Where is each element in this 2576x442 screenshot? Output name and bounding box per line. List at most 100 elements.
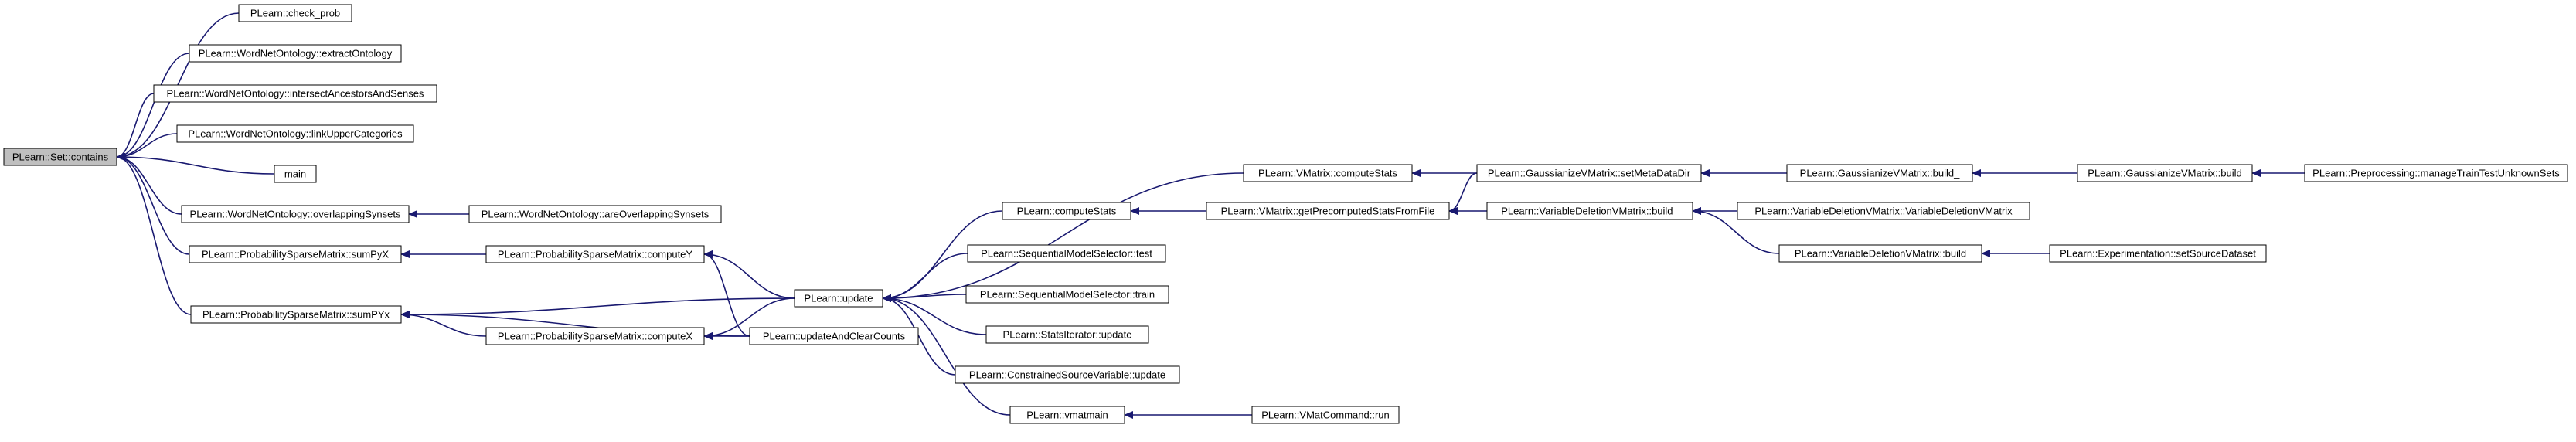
node-plearn-gaussianizevmatrix-build[interactable]: PLearn::GaussianizeVMatrix::build_ <box>1786 164 1973 182</box>
node-plearn-variabledeletionvmatrix-build[interactable]: PLearn::VariableDeletionVMatrix::build <box>1778 244 1982 263</box>
node-box <box>238 4 352 22</box>
node-plearn-experimentation-setsourcedataset[interactable]: PLearn::Experimentation::setSourceDatase… <box>2049 244 2267 263</box>
node-label: PLearn::computeStats <box>1017 206 1117 217</box>
node-plearn-variabledeletionvmatrix-build[interactable]: PLearn::VariableDeletionVMatrix::build_ <box>1486 202 1693 220</box>
node-label: PLearn::Preprocessing::manageTrainTestUn… <box>2312 168 2560 179</box>
node-box <box>485 327 705 345</box>
node-label: PLearn::check_prob <box>250 8 340 19</box>
node-box <box>985 325 1149 344</box>
node-box <box>1009 406 1125 424</box>
node-box <box>190 305 402 324</box>
node-box <box>189 245 402 264</box>
node-label: PLearn::ProbabilitySparseMatrix::compute… <box>498 331 693 342</box>
node-plearn-vmatrix-getprecomputedstatsfromfile[interactable]: PLearn::VMatrix::getPrecomputedStatsFrom… <box>1206 202 1450 220</box>
node-box <box>965 285 1169 304</box>
edge-n12-to-n10 <box>400 298 795 318</box>
node-box <box>485 245 705 264</box>
node-plearn-vmatcommand-run[interactable]: PLearn::VMatCommand::run <box>1251 406 1400 424</box>
node-plearn-constrainedsourcevariable-update[interactable]: PLearn::ConstrainedSourceVariable::updat… <box>955 366 1180 384</box>
edge-n12-to-n9 <box>703 250 795 299</box>
node-box <box>1476 164 1702 182</box>
node-box <box>1206 202 1450 220</box>
edge-n19-to-n12 <box>882 294 956 376</box>
node-label: PLearn::ProbabilitySparseMatrix::sumPyX <box>202 249 389 260</box>
node-plearn-statsiterator-update[interactable]: PLearn::StatsIterator::update <box>985 325 1149 344</box>
edge-n5-to-n0 <box>116 153 275 175</box>
node-box <box>274 165 317 183</box>
node-plearn-variabledeletionvmatrix-variabledeletionvmatrix[interactable]: PLearn::VariableDeletionVMatrix::Variabl… <box>1737 202 2030 220</box>
edge-n3-to-n0 <box>116 93 155 161</box>
node-box <box>2049 244 2267 263</box>
node-box <box>181 205 410 223</box>
node-plearn-wordnetontology-intersectancestorsandsenses[interactable]: PLearn::WordNetOntology::intersectAncest… <box>153 84 437 103</box>
node-box <box>955 366 1180 384</box>
node-label: PLearn::GaussianizeVMatrix::build_ <box>1800 168 1960 179</box>
node-box <box>2077 164 2253 182</box>
node-box <box>468 205 722 223</box>
node-plearn-wordnetontology-areoverlappingsynsets[interactable]: PLearn::WordNetOntology::areOverlappingS… <box>468 205 722 223</box>
node-box <box>1243 164 1413 182</box>
node-plearn-updateandclearcounts[interactable]: PLearn::updateAndClearCounts <box>749 327 919 345</box>
node-plearn-probabilitysparsematrix-computex[interactable]: PLearn::ProbabilitySparseMatrix::compute… <box>485 327 705 345</box>
edge-n17-to-n12 <box>882 294 967 302</box>
node-label: PLearn::WordNetOntology::intersectAncest… <box>167 88 424 100</box>
node-plearn-probabilitysparsematrix-sumpyx[interactable]: PLearn::ProbabilitySparseMatrix::sumPYx <box>190 305 402 324</box>
node-plearn-wordnetontology-overlappingsynsets[interactable]: PLearn::WordNetOntology::overlappingSyns… <box>181 205 410 223</box>
node-label: PLearn::VMatrix::getPrecomputedStatsFrom… <box>1221 206 1435 217</box>
node-label: PLearn::WordNetOntology::linkUpperCatego… <box>188 128 403 140</box>
node-label: PLearn::GaussianizeVMatrix::setMetaDataD… <box>1488 168 1691 179</box>
edge-n22-to-n23 <box>1448 172 1478 215</box>
edge-n20-to-n12 <box>882 294 1011 416</box>
node-box <box>1251 406 1400 424</box>
node-plearn-vmatmain[interactable]: PLearn::vmatmain <box>1009 406 1125 424</box>
node-main[interactable]: main <box>274 165 317 183</box>
node-plearn-computestats[interactable]: PLearn::computeStats <box>1002 202 1131 220</box>
node-box <box>1786 164 1973 182</box>
node-label: PLearn::Experimentation::setSourceDatase… <box>2060 248 2256 260</box>
node-plearn-probabilitysparsematrix-computey[interactable]: PLearn::ProbabilitySparseMatrix::compute… <box>485 245 705 264</box>
node-label: PLearn::SequentialModelSelector::test <box>981 248 1152 260</box>
node-plearn-sequentialmodelselector-test[interactable]: PLearn::SequentialModelSelector::test <box>967 244 1166 263</box>
edge-n10-to-n0 <box>116 153 192 315</box>
node-label: PLearn::VMatrix::computeStats <box>1258 168 1397 179</box>
node-label: PLearn::VariableDeletionVMatrix::build <box>1795 248 1966 260</box>
node-label: PLearn::update <box>805 293 873 304</box>
edge-n18-to-n12 <box>882 294 987 335</box>
node-box <box>153 84 437 103</box>
node-plearn-sequentialmodelselector-train[interactable]: PLearn::SequentialModelSelector::train <box>965 285 1169 304</box>
node-label: PLearn::StatsIterator::update <box>1003 329 1132 341</box>
node-label: PLearn::SequentialModelSelector::train <box>980 289 1155 301</box>
node-box <box>1778 244 1982 263</box>
node-label: PLearn::updateAndClearCounts <box>763 331 906 342</box>
node-plearn-wordnetontology-linkuppercategories[interactable]: PLearn::WordNetOntology::linkUpperCatego… <box>176 124 414 143</box>
node-label: PLearn::WordNetOntology::extractOntology <box>199 48 393 60</box>
node-label: main <box>284 168 306 180</box>
edge-n11-to-n10 <box>400 311 487 337</box>
node-plearn-vmatrix-computestats[interactable]: PLearn::VMatrix::computeStats <box>1243 164 1413 182</box>
node-plearn-gaussianizevmatrix-build[interactable]: PLearn::GaussianizeVMatrix::build <box>2077 164 2253 182</box>
node-box <box>176 124 414 143</box>
node-label: PLearn::VariableDeletionVMatrix::Variabl… <box>1754 206 2013 217</box>
node-plearn-check-prob[interactable]: PLearn::check_prob <box>238 4 352 22</box>
edge-n13-to-n9 <box>703 250 750 337</box>
node-label: PLearn::VMatCommand::run <box>1261 410 1389 421</box>
node-box <box>3 148 117 166</box>
node-label: PLearn::WordNetOntology::overlappingSyns… <box>190 209 401 220</box>
edge-n8-to-n0 <box>116 153 190 255</box>
node-plearn-update[interactable]: PLearn::update <box>794 289 883 308</box>
node-label: PLearn::ProbabilitySparseMatrix::sumPYx <box>202 309 390 321</box>
node-plearn-preprocessing-managetraintestunknownsets[interactable]: PLearn::Preprocessing::manageTrainTestUn… <box>2304 164 2568 182</box>
edge-n6-to-n0 <box>116 153 182 215</box>
node-box <box>967 244 1166 263</box>
edge-n2-to-n0 <box>116 53 190 161</box>
edges-layer <box>116 12 2305 419</box>
node-box <box>189 44 402 63</box>
node-plearn-wordnetontology-extractontology[interactable]: PLearn::WordNetOntology::extractOntology <box>189 44 402 63</box>
nodes-layer: PLearn::Set::contains PLearn::check_probP… <box>3 4 2568 424</box>
node-plearn-set-contains[interactable]: PLearn::Set::contains <box>3 148 117 166</box>
node-box <box>749 327 919 345</box>
node-plearn-gaussianizevmatrix-setmetadatadir[interactable]: PLearn::GaussianizeVMatrix::setMetaDataD… <box>1476 164 1702 182</box>
node-label: PLearn::ProbabilitySparseMatrix::compute… <box>498 249 693 260</box>
node-box <box>2304 164 2568 182</box>
node-plearn-probabilitysparsematrix-sumpyx[interactable]: PLearn::ProbabilitySparseMatrix::sumPyX <box>189 245 402 264</box>
